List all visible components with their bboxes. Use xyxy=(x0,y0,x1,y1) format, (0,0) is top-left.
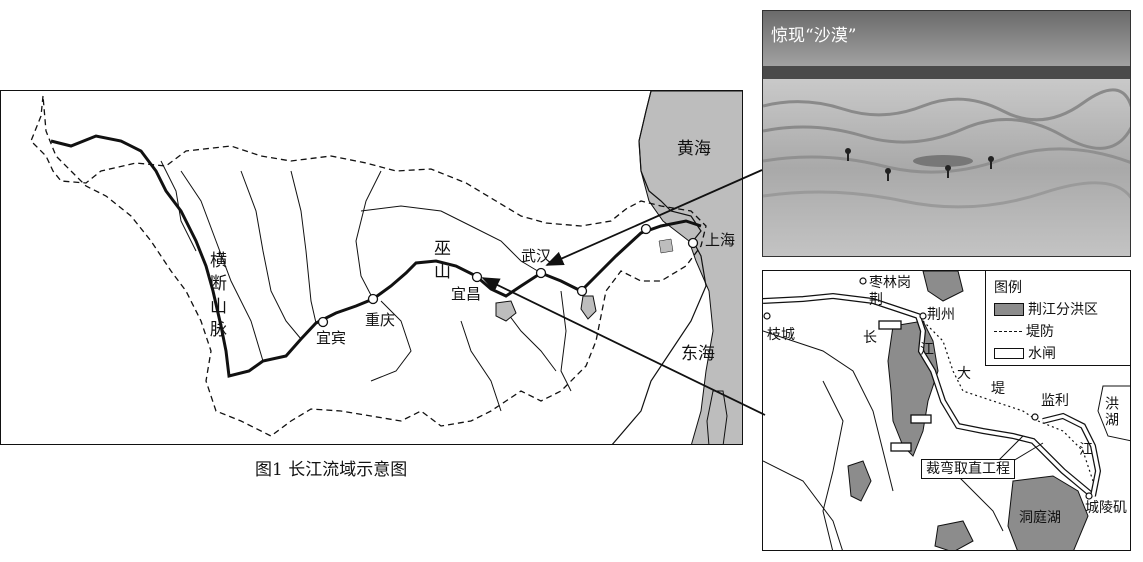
honghu-label: 洪湖 xyxy=(1103,396,1119,428)
dongting-lake xyxy=(495,300,517,322)
yangtze-basin-map: 黄海 东海 横断山脉 巫山 上海 武汉 宜昌 重庆 宜宾 xyxy=(0,90,743,445)
levee-swatch xyxy=(994,330,1022,332)
legend-row-flood-zone: 荆江分洪区 xyxy=(994,299,1098,319)
inset-tributary xyxy=(952,470,1004,532)
cutoff-project-label: 裁弯取直工程 xyxy=(921,459,1015,479)
basin-boundary xyxy=(30,95,707,437)
tributary xyxy=(240,170,302,340)
tributary xyxy=(355,170,382,300)
poyang-lake xyxy=(580,295,597,320)
wuhan-label: 武汉 xyxy=(521,247,552,265)
zhicheng-marker xyxy=(763,312,771,320)
chenglingji-marker xyxy=(1085,492,1093,500)
yichang-label: 宜昌 xyxy=(451,285,482,303)
desert-photo: 惊现“沙漠” xyxy=(762,10,1131,257)
sluice-middle xyxy=(910,414,932,424)
river-label-jing: 荆 xyxy=(869,292,883,308)
nanjing-marker xyxy=(640,223,652,235)
river-label-jiang-1: 江 xyxy=(920,342,934,358)
inset-map-svg xyxy=(763,271,1130,550)
levee-label-di: 堤 xyxy=(991,381,1005,397)
sluice-south xyxy=(890,442,912,452)
legend-row-sluice: 水闸 xyxy=(994,343,1056,363)
tributary-han xyxy=(360,205,542,274)
sluice-north xyxy=(878,320,902,330)
wuhan-marker xyxy=(535,267,547,279)
jingzhou-marker xyxy=(919,312,927,320)
chenglingji-label: 城陵矶 xyxy=(1085,500,1127,516)
jiujiang-marker xyxy=(576,285,588,297)
yellow-sea-label: 黄海 xyxy=(677,139,711,159)
sluice-swatch xyxy=(994,347,1024,359)
figure-caption: 图1 长江流域示意图 xyxy=(255,460,408,480)
tributary xyxy=(505,310,557,372)
desert-photo-image xyxy=(763,11,1130,256)
wushan-label: 巫山 xyxy=(430,239,450,285)
yibin-label: 宜宾 xyxy=(316,329,347,347)
flood-zone-west xyxy=(847,460,872,502)
legend-row-levee: 堤防 xyxy=(994,321,1054,341)
yibin-marker xyxy=(317,316,329,328)
flood-zone-swatch xyxy=(994,302,1024,316)
river-label-chang: 长 xyxy=(863,330,877,346)
levee-label-da: 大 xyxy=(957,366,971,382)
lake-south xyxy=(934,520,974,550)
zaolingang-label: 枣林岗 xyxy=(869,275,911,291)
basin-map-svg xyxy=(30,91,742,444)
tai-lake xyxy=(658,238,674,254)
jingzhou-label: 荆州 xyxy=(927,307,955,323)
tributary xyxy=(370,300,412,382)
jingjiang-levee xyxy=(922,320,1039,422)
yangtze-main-stem xyxy=(50,134,702,378)
shanghai-label: 上海 xyxy=(705,231,736,249)
legend-sluice-label: 水闸 xyxy=(1028,346,1056,362)
jianli-marker xyxy=(1031,413,1039,421)
inset-tributary xyxy=(822,380,844,550)
inset-legend: 图例 荆江分洪区 堤防 水闸 xyxy=(985,271,1130,366)
cutoff-pointer xyxy=(1012,442,1044,462)
tributary xyxy=(180,170,264,362)
cutoff-pointer xyxy=(997,435,1024,462)
legend-flood-zone-label: 荆江分洪区 xyxy=(1028,302,1098,318)
tributary xyxy=(460,320,502,412)
levee-east xyxy=(1037,420,1094,482)
shanghai-marker xyxy=(687,237,699,249)
legend-title: 图例 xyxy=(994,280,1022,296)
tributary xyxy=(560,290,572,392)
legend-title-row: 图例 xyxy=(994,277,1022,297)
inset-tributary xyxy=(763,330,894,492)
river-label-jiang-2: 江 xyxy=(1079,442,1093,458)
honghu-lake xyxy=(1097,385,1130,442)
photo-title: 惊现“沙漠” xyxy=(771,26,857,46)
tributary xyxy=(290,170,317,324)
yichang-marker xyxy=(471,271,483,283)
east-sea-label: 东海 xyxy=(681,344,715,364)
zhicheng-label: 枝城 xyxy=(767,327,795,343)
zaolingang-marker xyxy=(859,277,867,285)
hengduan-mountains-label: 横断山脉 xyxy=(206,251,226,343)
dongting-lake-label: 洞庭湖 xyxy=(1019,510,1061,526)
chongqing-label: 重庆 xyxy=(365,311,396,329)
tributary xyxy=(160,160,197,252)
legend-levee-label: 堤防 xyxy=(1026,324,1054,340)
jianli-label: 监利 xyxy=(1041,393,1069,409)
inset-tributary xyxy=(763,460,843,550)
dongting-lake-area xyxy=(1007,475,1089,550)
jingjiang-inset-map: 枣林岗 枝城 荆州 监利 城陵矶 洞庭湖 洪湖 荆 长 江 江 大 堤 裁弯取直… xyxy=(762,270,1131,551)
chongqing-marker xyxy=(367,293,379,305)
flood-zone-nw xyxy=(922,271,964,302)
